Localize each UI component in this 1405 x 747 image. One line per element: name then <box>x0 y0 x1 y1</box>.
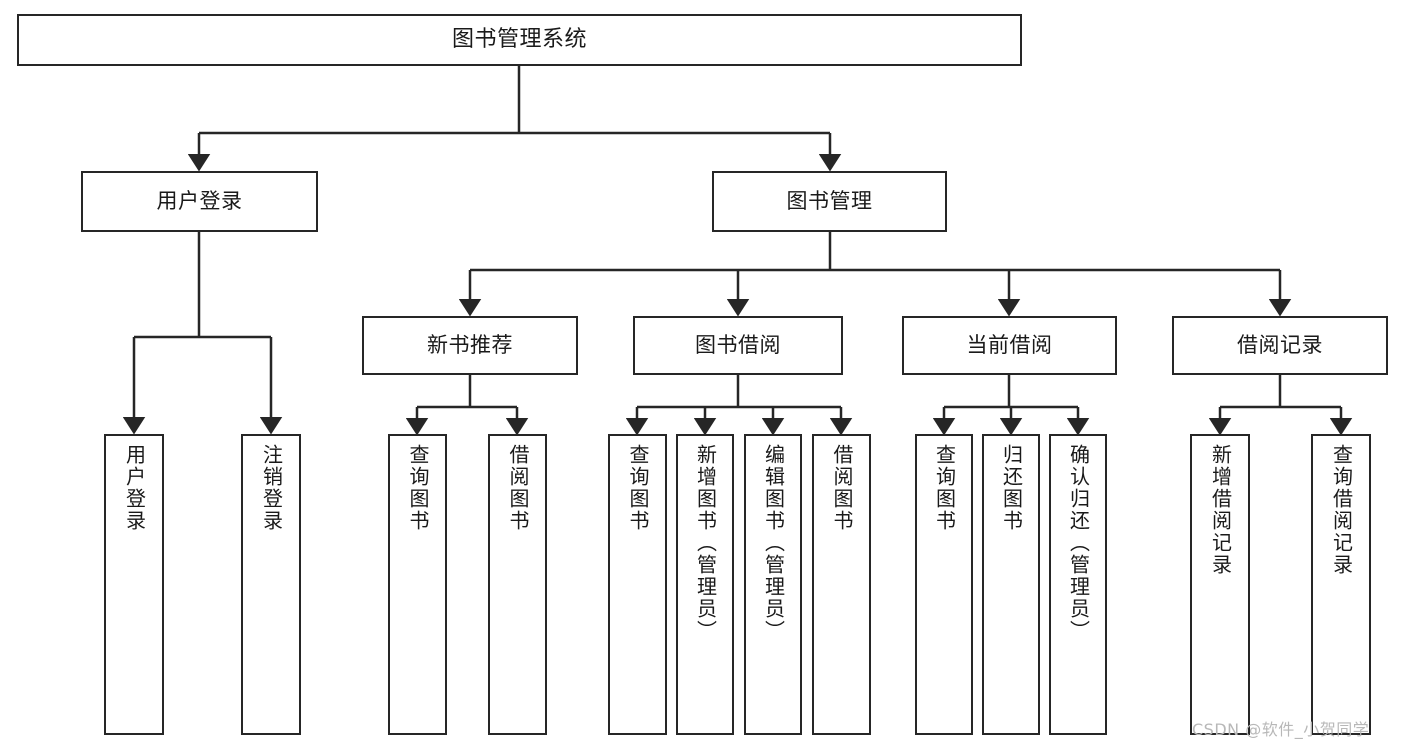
node-book-manage[interactable]: 图书管理 <box>712 171 947 232</box>
node-leaf-query-book-1[interactable]: 查询图书 <box>388 434 447 735</box>
node-leaf-borrow-book-2-label: 借阅图书 <box>830 444 854 532</box>
node-current-borrow[interactable]: 当前借阅 <box>902 316 1117 375</box>
node-user-login[interactable]: 用户登录 <box>81 171 318 232</box>
node-leaf-edit-book-label: 编辑图书（管理员） <box>761 444 786 642</box>
node-book-borrow[interactable]: 图书借阅 <box>633 316 843 375</box>
node-leaf-user-login[interactable]: 用户登录 <box>104 434 164 735</box>
node-leaf-return-book[interactable]: 归还图书 <box>982 434 1040 735</box>
node-borrow-record[interactable]: 借阅记录 <box>1172 316 1388 375</box>
node-book-borrow-label: 图书借阅 <box>695 333 781 358</box>
node-book-manage-label: 图书管理 <box>786 189 873 214</box>
node-leaf-query-book-2[interactable]: 查询图书 <box>608 434 667 735</box>
node-leaf-query-record[interactable]: 查询借阅记录 <box>1311 434 1371 735</box>
node-leaf-user-login-label: 用户登录 <box>122 444 147 532</box>
node-user-login-label: 用户登录 <box>156 189 243 214</box>
node-leaf-borrow-book-2[interactable]: 借阅图书 <box>812 434 871 735</box>
node-new-book-recommend[interactable]: 新书推荐 <box>362 316 578 375</box>
node-leaf-query-book-2-label: 查询图书 <box>626 444 650 532</box>
node-leaf-logout-login-label: 注销登录 <box>259 444 284 532</box>
node-leaf-add-record[interactable]: 新增借阅记录 <box>1190 434 1250 735</box>
node-new-book-recommend-label: 新书推荐 <box>427 333 513 358</box>
node-leaf-query-book-3[interactable]: 查询图书 <box>915 434 973 735</box>
watermark-text: CSDN @软件_小贺同学 <box>1192 720 1370 739</box>
node-leaf-add-book[interactable]: 新增图书（管理员） <box>676 434 734 735</box>
node-leaf-query-record-label: 查询借阅记录 <box>1329 444 1354 576</box>
node-borrow-record-label: 借阅记录 <box>1237 333 1323 358</box>
node-root-label: 图书管理系统 <box>451 27 587 53</box>
node-leaf-query-book-1-label: 查询图书 <box>406 444 430 532</box>
node-leaf-return-book-label: 归还图书 <box>999 444 1024 532</box>
node-leaf-edit-book[interactable]: 编辑图书（管理员） <box>744 434 802 735</box>
node-current-borrow-label: 当前借阅 <box>966 333 1053 358</box>
node-leaf-borrow-book-1[interactable]: 借阅图书 <box>488 434 547 735</box>
node-root[interactable]: 图书管理系统 <box>17 14 1022 66</box>
node-leaf-logout-login[interactable]: 注销登录 <box>241 434 301 735</box>
node-leaf-add-record-label: 新增借阅记录 <box>1208 444 1233 576</box>
node-leaf-query-book-3-label: 查询图书 <box>932 444 957 532</box>
node-leaf-confirm-return-label: 确认归还（管理员） <box>1066 444 1091 642</box>
node-leaf-confirm-return[interactable]: 确认归还（管理员） <box>1049 434 1107 735</box>
node-leaf-add-book-label: 新增图书（管理员） <box>693 444 718 642</box>
node-leaf-borrow-book-1-label: 借阅图书 <box>506 444 530 532</box>
